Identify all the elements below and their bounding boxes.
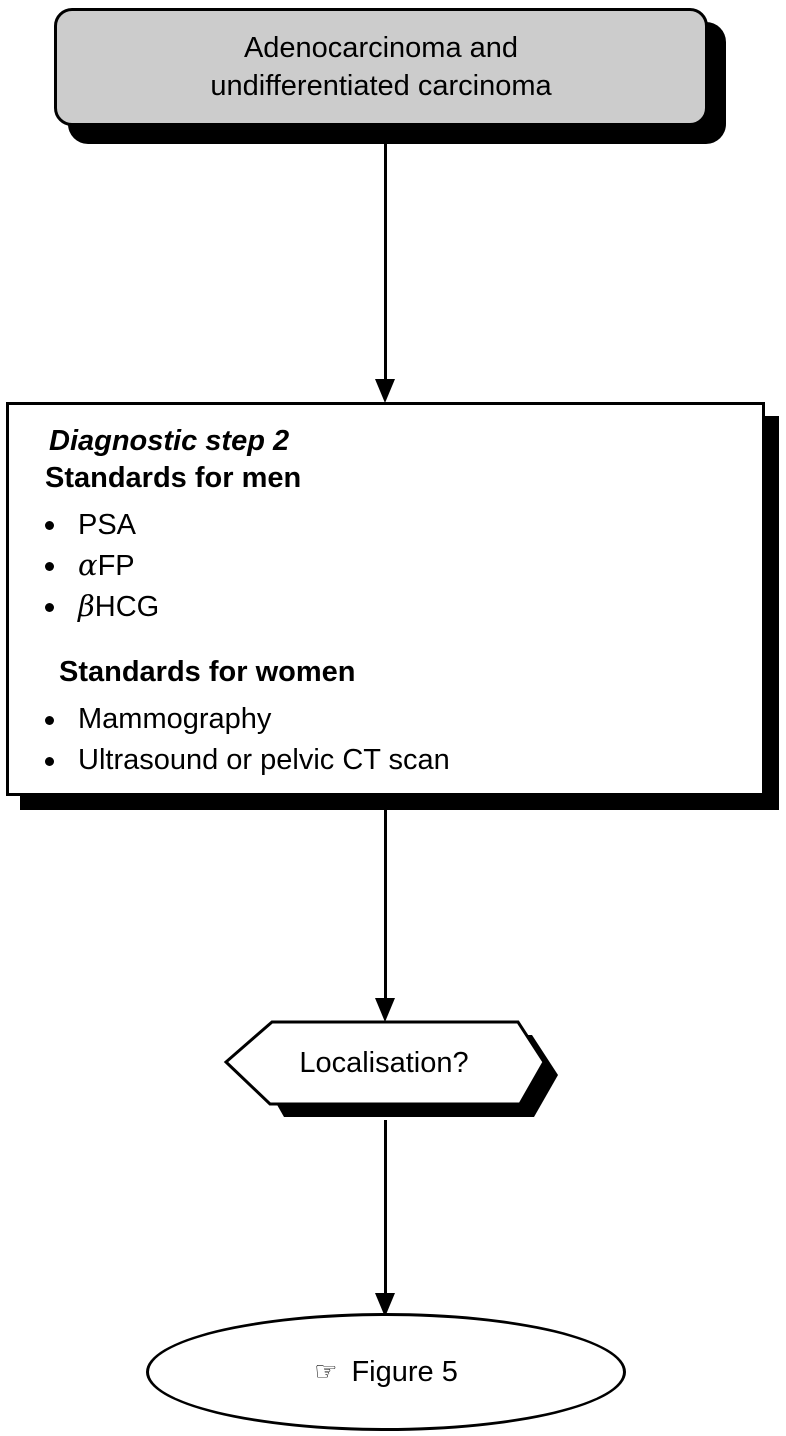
top-box-line1: Adenocarcinoma and	[243, 32, 519, 64]
connector-decision-to-terminator	[384, 1120, 387, 1296]
women-heading: Standards for women	[59, 656, 356, 688]
arrowhead-down-icon	[375, 998, 395, 1022]
item-text: FP	[97, 550, 135, 582]
item-prefix: β	[78, 589, 95, 623]
bullet-icon	[45, 603, 54, 612]
item-text: Ultrasound or pelvic CT scan	[78, 744, 450, 776]
diagnostic-title: Diagnostic step 2	[49, 425, 290, 457]
item-text: Mammography	[78, 703, 272, 735]
men-heading: Standards for men	[45, 462, 302, 494]
bullet-icon	[45, 521, 54, 530]
bullet-icon	[45, 562, 54, 571]
item-text: PSA	[78, 509, 137, 541]
top-box-line2: undifferentiated carcinoma	[210, 70, 552, 102]
arrowhead-down-icon	[375, 379, 395, 403]
list-item: βHCG	[41, 586, 159, 627]
connector-top-to-diagnostic	[384, 141, 387, 381]
item-prefix: α	[78, 548, 98, 582]
terminator-label: Figure 5	[351, 1355, 458, 1388]
diagnostic-box: Diagnostic step 2 Standards for men PSA …	[6, 402, 765, 796]
top-box: Adenocarcinoma and undifferentiated carc…	[54, 8, 708, 126]
top-box-label: Adenocarcinoma and undifferentiated carc…	[101, 29, 661, 105]
decision-label: Localisation?	[299, 1047, 469, 1079]
list-item: Mammography	[41, 699, 450, 740]
decision-node: Localisation?	[222, 1018, 562, 1128]
connector-diagnostic-to-decision	[384, 810, 387, 1000]
bullet-icon	[45, 716, 54, 725]
terminator-ellipse[interactable]: ☞ Figure 5	[146, 1313, 626, 1431]
bullet-icon	[45, 757, 54, 766]
decision-hexagon	[223, 1020, 558, 1117]
item-text: HCG	[94, 591, 160, 623]
women-list: Mammography Ultrasound or pelvic CT scan	[41, 699, 450, 781]
list-item: αFP	[41, 545, 159, 586]
pointing-hand-icon: ☞	[314, 1357, 338, 1387]
list-item: PSA	[41, 504, 159, 545]
arrowhead-down-icon	[375, 1293, 395, 1317]
men-list: PSA αFP βHCG	[41, 504, 159, 627]
list-item: Ultrasound or pelvic CT scan	[41, 740, 450, 781]
